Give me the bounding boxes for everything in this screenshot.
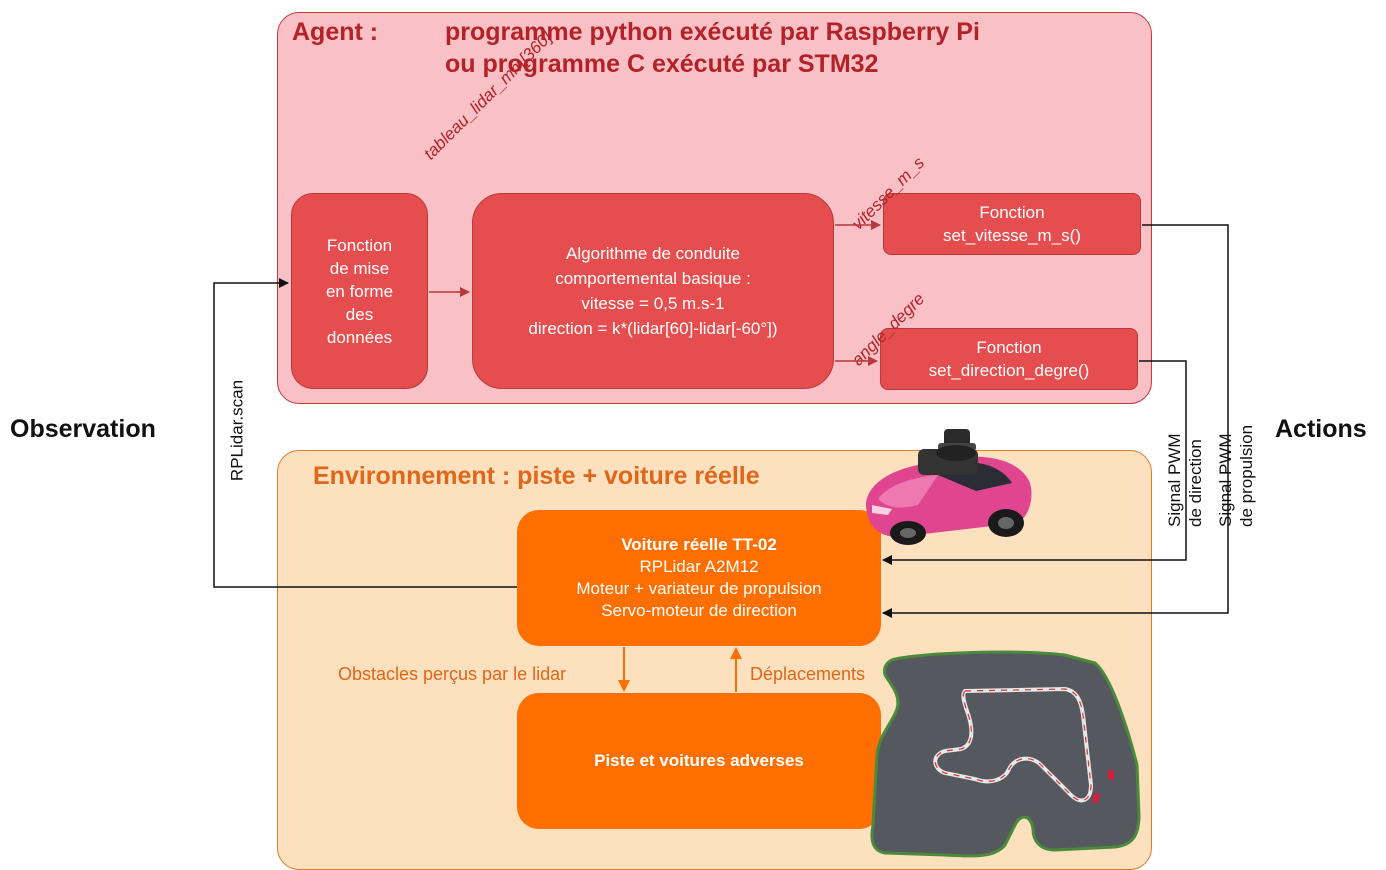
speed-box-line: Fonction: [979, 203, 1045, 222]
format-box-line: des: [345, 304, 374, 324]
format-data-box: Fonction de mise en forme des données: [291, 193, 428, 389]
direction-box-line: set_direction_degre(): [928, 361, 1090, 380]
observation-label: Observation: [10, 415, 156, 443]
moves-label: Déplacements: [750, 664, 866, 684]
set-speed-box: Fonction set_vitesse_m_s(): [883, 193, 1141, 255]
track-box: Piste et voitures adverses: [517, 693, 881, 829]
actions-label: Actions: [1275, 415, 1367, 443]
track-box-label: Piste et voitures adverses: [594, 751, 804, 770]
agent-heading: Agent :: [292, 18, 379, 46]
format-box-line: Fonction: [326, 235, 393, 255]
algo-box-line: vitesse = 0,5 m.s-1: [581, 294, 725, 313]
format-box-line: données: [326, 327, 393, 347]
car-box-line: RPLidar A2M12: [639, 557, 759, 576]
observation-loop-line: [213, 278, 517, 588]
set-direction-box: Fonction set_direction_degre(): [880, 328, 1138, 390]
pwm-propulsion-line-path: [882, 224, 1229, 618]
algo-box-line: comportemental basique :: [555, 269, 751, 288]
format-box-line: en forme: [325, 281, 394, 301]
car-icon: [866, 429, 1032, 545]
car-box-line: Voiture réelle TT-02: [621, 535, 777, 554]
format-box-line: de mise: [329, 258, 390, 278]
car-box: Voiture réelle TT-02 RPLidar A2M12 Moteu…: [517, 510, 881, 646]
agent-title-line2: ou programme C exécuté par STM32: [445, 50, 879, 78]
algorithm-box: Algorithme de conduite comportemental ba…: [472, 193, 834, 389]
agent-title-line1: programme python exécuté par Raspberry P…: [445, 18, 980, 46]
algo-box-line: Algorithme de conduite: [566, 244, 740, 263]
environment-title: Environnement : piste + voiture réelle: [313, 462, 760, 490]
car-box-line: Servo-moteur de direction: [601, 601, 797, 620]
algo-box-line: direction = k*(lidar[60]-lidar[-60°]): [528, 319, 778, 338]
direction-box-line: Fonction: [976, 338, 1042, 357]
obstacles-label: Obstacles perçus par le lidar: [338, 664, 567, 684]
speed-box-line: set_vitesse_m_s(): [943, 226, 1081, 245]
car-box-line: Moteur + variateur de propulsion: [576, 579, 822, 598]
pwm-direction-line-path: [882, 360, 1187, 565]
track-icon: [870, 650, 1141, 858]
